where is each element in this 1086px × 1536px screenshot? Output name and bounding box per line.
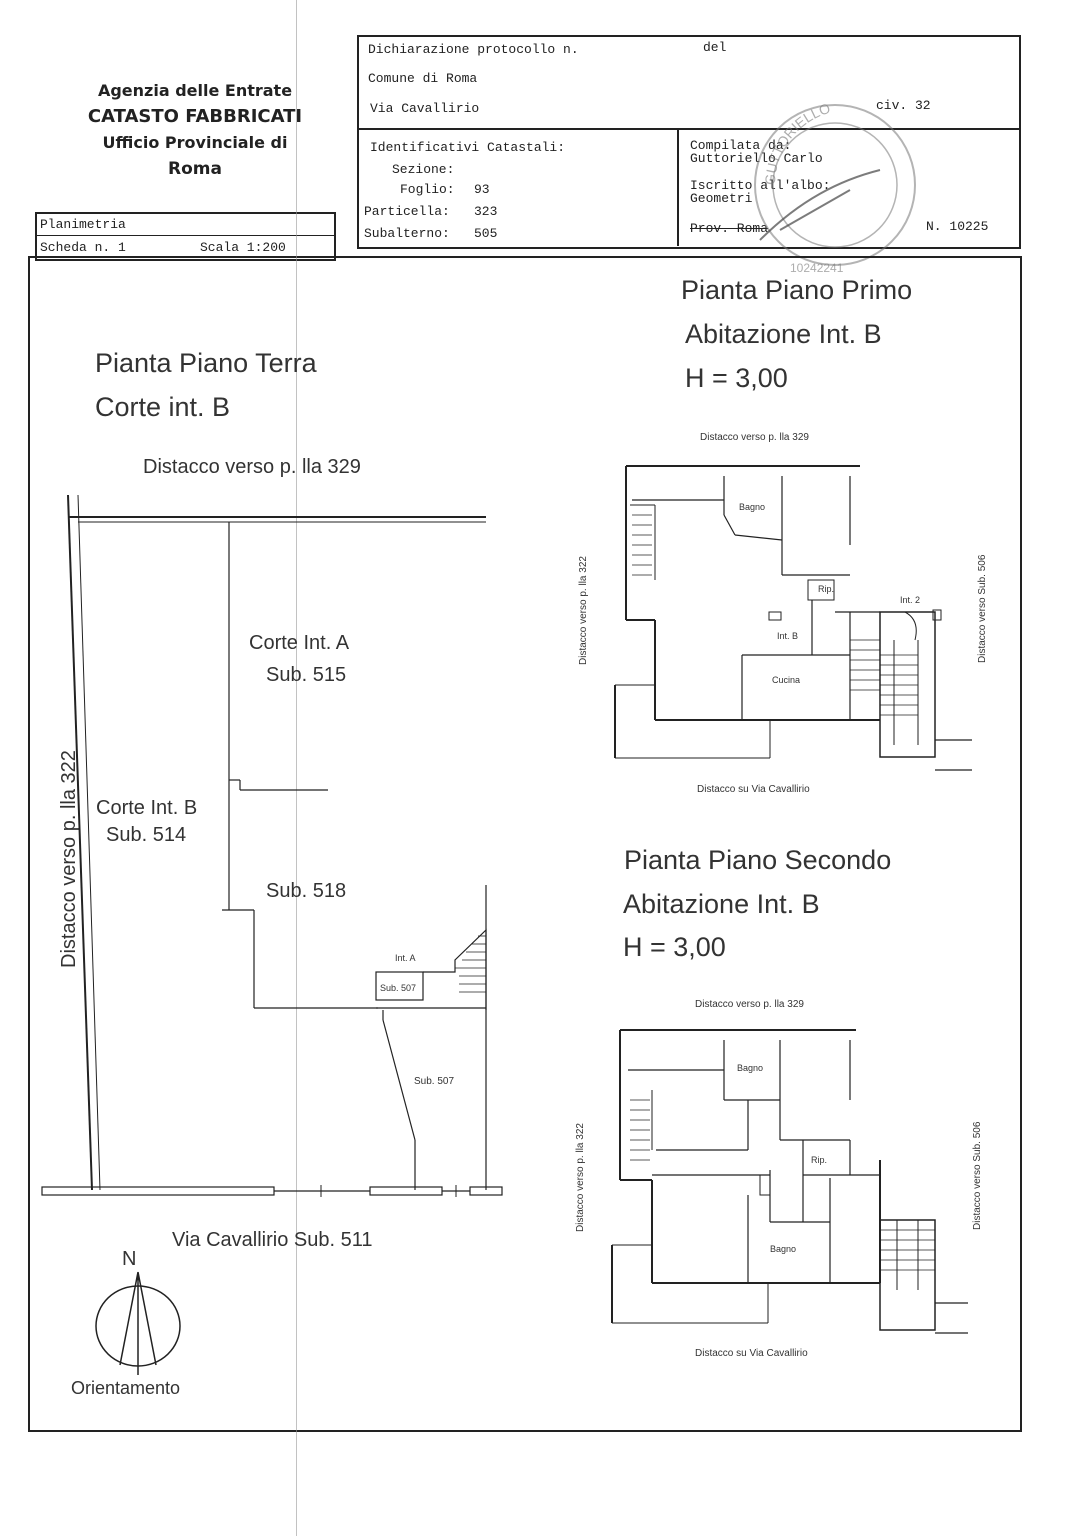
identificativi-label: Identificativi Catastali: <box>370 140 566 155</box>
corte-a-label: Corte Int. A <box>249 632 350 654</box>
second-floor-height: H = 3,00 <box>623 932 726 962</box>
albo-label: Geometri <box>690 191 753 206</box>
ground-floor-title: Pianta Piano Terra <box>95 348 317 378</box>
sub-514-label: Sub. 514 <box>106 824 187 846</box>
drawing-frame <box>28 256 1022 1432</box>
first-floor-subtitle: Abitazione Int. B <box>685 319 882 349</box>
subalterno-label: Subalterno: <box>364 226 450 241</box>
header-divider <box>357 128 1019 130</box>
first-cucina-label: Cucina <box>772 675 801 685</box>
second-distacco-top: Distacco verso p. lla 329 <box>695 999 804 1010</box>
first-int-b-label: Int. B <box>777 631 799 641</box>
city-label: Roma <box>168 159 222 179</box>
int-a-label: Int. A <box>395 953 416 963</box>
second-rip-label: Rip. <box>811 1155 828 1165</box>
numero-label: N. 10225 <box>926 219 989 234</box>
second-distacco-bottom: Distacco su Via Cavallirio <box>695 1348 808 1359</box>
second-bagno-label: Bagno <box>737 1063 764 1073</box>
first-floor-title: Pianta Piano Primo <box>681 275 913 305</box>
orientamento-label: Orientamento <box>71 1378 181 1398</box>
scheda-number: Scheda n. 1 <box>40 240 126 255</box>
sub-507-label: Sub. 507 <box>414 1076 455 1087</box>
via-label: Via Cavallirio <box>370 101 480 116</box>
del-label: del <box>703 40 727 55</box>
ground-distacco-top: Distacco verso p. lla 329 <box>143 456 361 478</box>
agency-name: Agenzia delle Entrate <box>97 81 293 100</box>
first-distacco-top: Distacco verso p. lla 329 <box>700 432 809 443</box>
particella-label: Particella: <box>364 204 450 219</box>
second-floor-title: Pianta Piano Secondo <box>624 845 892 875</box>
first-floor-height: H = 3,00 <box>685 363 788 393</box>
foglio-value: 93 <box>474 182 490 197</box>
header-divider-vertical <box>677 128 679 246</box>
scala-label: Scala 1:200 <box>200 240 286 255</box>
subalterno-value: 505 <box>474 226 498 241</box>
first-int-2-label: Int. 2 <box>900 595 921 605</box>
comune-label: Comune di Roma <box>368 71 478 86</box>
second-bagno2-label: Bagno <box>770 1244 797 1254</box>
corte-b-label: Corte Int. B <box>96 797 198 819</box>
foglio-label: Foglio: <box>400 182 455 197</box>
sub-518-label: Sub. 518 <box>266 880 347 902</box>
planimetria-label: Planimetria <box>40 217 126 232</box>
sub-515-label: Sub. 515 <box>266 664 347 686</box>
header-table <box>357 35 1021 249</box>
agency-heading: Agenzia delle Entrate CATASTO FABBRICATI… <box>60 78 330 182</box>
particella-value: 323 <box>474 204 498 219</box>
prov-label: Prov. Roma <box>690 221 769 236</box>
north-label: N <box>122 1248 137 1270</box>
first-rip-label: Rip. <box>818 584 835 594</box>
protocollo-label: Dichiarazione protocollo n. <box>368 42 579 57</box>
via-cavallirio-label: Via Cavallirio Sub. 511 <box>172 1229 373 1251</box>
ground-floor-subtitle: Corte int. B <box>95 392 231 422</box>
scheda-divider <box>35 235 334 236</box>
scheda-box <box>35 212 336 261</box>
sub-507-small-label: Sub. 507 <box>380 983 417 993</box>
first-distacco-bottom: Distacco su Via Cavallirio <box>697 784 810 795</box>
ufficio-label: Ufficio Provinciale di <box>102 133 288 152</box>
scan-line <box>296 0 297 1536</box>
sezione-label: Sezione: <box>392 162 455 177</box>
second-floor-subtitle: Abitazione Int. B <box>623 889 820 919</box>
first-bagno-label: Bagno <box>739 502 766 512</box>
catasto-label: CATASTO FABBRICATI <box>87 106 303 127</box>
